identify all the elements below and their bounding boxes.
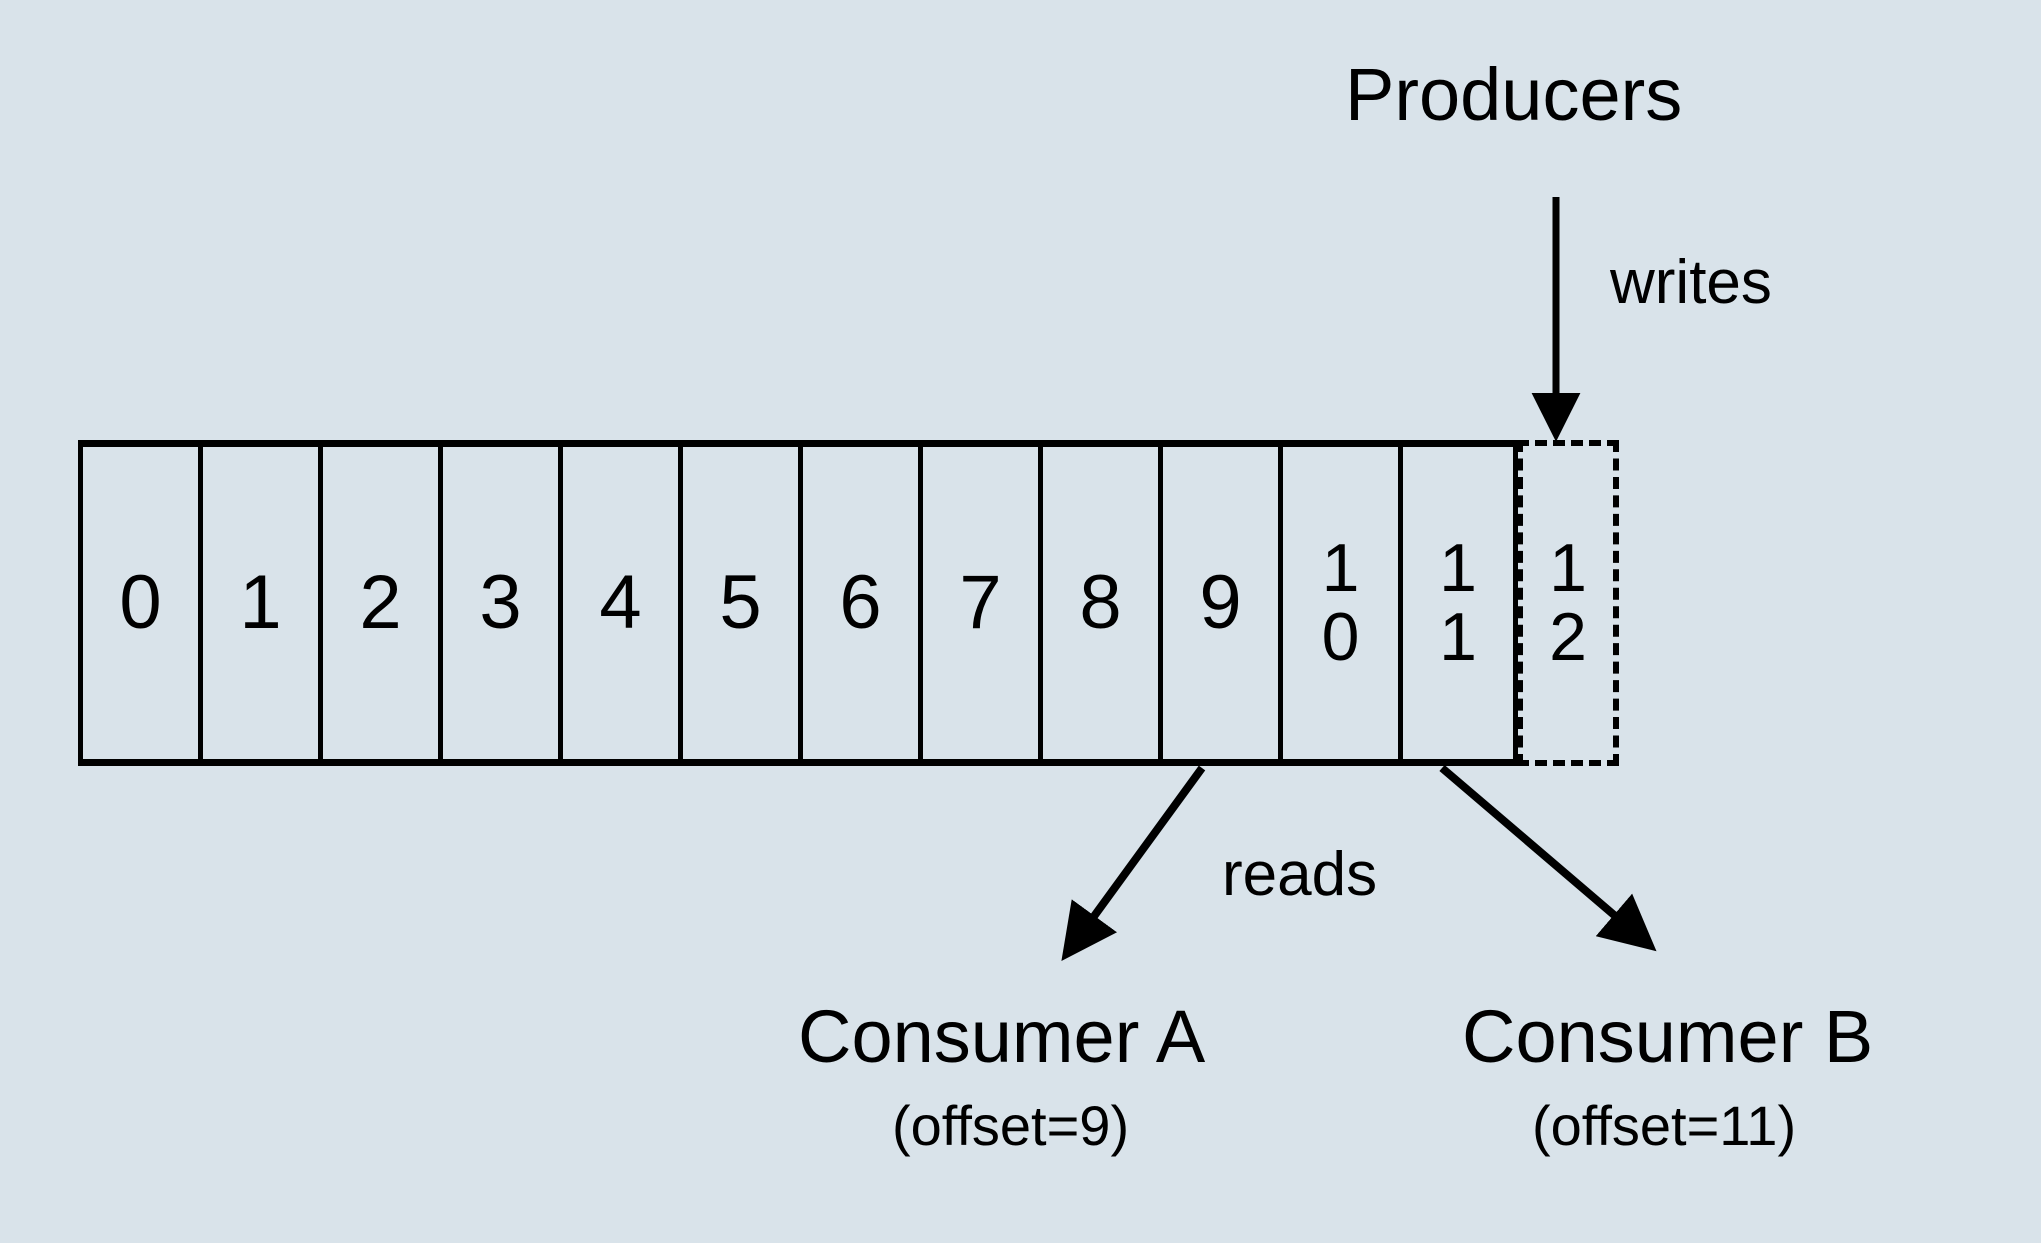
log-cell-value: 6 (839, 560, 882, 646)
log-cell-value: 2 (359, 560, 402, 646)
log-cell[interactable]: 7 (918, 440, 1038, 766)
consumer-a-label: Consumer A (798, 995, 1206, 1078)
log-cell-value: 8 (1079, 560, 1122, 646)
log-cell[interactable]: 3 (438, 440, 558, 766)
log-cell[interactable]: 1 1 (1398, 440, 1518, 766)
consumer-b-reads-arrow (1439, 764, 1657, 952)
log-cell-value: 0 (119, 560, 162, 646)
log-cell-pending-digit-1: 1 (1549, 529, 1587, 606)
reads-label: reads (1222, 840, 1378, 909)
log-cell[interactable]: 9 (1158, 440, 1278, 766)
log-cell-value-digit-2: 0 (1321, 599, 1360, 675)
log-cell-value: 1 (239, 560, 282, 646)
log-cell[interactable]: 6 (798, 440, 918, 766)
partition-log-cells: 0 1 2 3 4 5 6 7 8 9 1 0 (78, 440, 1518, 766)
log-cell-value: 4 (599, 560, 642, 646)
log-cell-pending-digit-2: 2 (1549, 599, 1587, 675)
log-cell-value-digit-1: 1 (1321, 529, 1360, 606)
log-cell-value: 7 (959, 560, 1002, 646)
log-cell[interactable]: 8 (1038, 440, 1158, 766)
log-cell[interactable]: 5 (678, 440, 798, 766)
consumer-b-label: Consumer B (1462, 995, 1874, 1078)
log-cell-value-digit-2: 1 (1439, 599, 1477, 675)
log-cell[interactable]: 2 (318, 440, 438, 766)
writes-label: writes (1610, 248, 1772, 317)
log-cell[interactable]: 4 (558, 440, 678, 766)
log-cell[interactable]: 1 0 (1278, 440, 1398, 766)
log-cell[interactable]: 0 (78, 440, 198, 766)
consumer-b-offset: (offset=11) (1532, 1094, 1797, 1157)
consumer-a-offset: (offset=9) (892, 1094, 1130, 1157)
producers-label: Producers (1345, 53, 1683, 136)
consumer-a-reads-arrow (1061, 765, 1206, 962)
log-cell-value: 3 (479, 560, 522, 646)
log-cell-value: 5 (719, 560, 762, 646)
log-cell-value-digit-1: 1 (1439, 529, 1477, 606)
log-cell-pending[interactable]: 1 2 (1517, 440, 1619, 766)
log-cell[interactable]: 1 (198, 440, 318, 766)
log-cell-value: 9 (1199, 560, 1242, 646)
